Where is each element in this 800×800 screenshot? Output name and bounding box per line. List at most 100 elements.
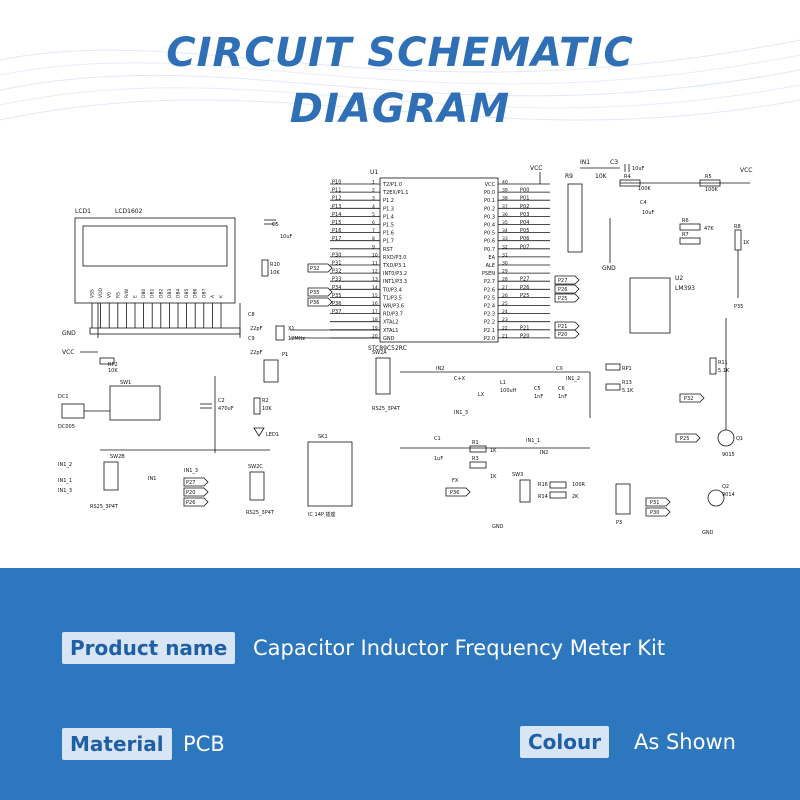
c5b-val: 1nF: [534, 394, 543, 400]
c6-val: 1nF: [558, 394, 567, 400]
mcu-right-pin-label: P2.7: [484, 279, 495, 285]
c6-ref: C6: [558, 386, 565, 392]
colour-value: As Shown: [634, 730, 736, 754]
mcu-right-pin-num: 31: [502, 252, 508, 258]
mcu-left-pin-num: 8: [372, 236, 375, 242]
r3-val: 1K: [490, 474, 497, 480]
mcu-left-net-label: P30: [332, 252, 341, 258]
mcu-left-pin-num: 10: [372, 252, 378, 258]
cx-label: CX: [556, 366, 563, 372]
r5-val: 100K: [705, 187, 719, 193]
in1-label: IN1: [580, 159, 590, 166]
mcu-left-pin-label: INT0/P3.2: [383, 271, 407, 277]
resistor-network-r9: R9 10K VCC: [530, 165, 608, 253]
cx-plus: C+X: [454, 376, 466, 382]
mcu-right-pin-num: 37: [502, 204, 508, 210]
r7-ref: R7: [682, 232, 689, 238]
reset-crystal: C5 10uF R10 10K P32 P35 P36 C8 22pF C9 2…: [248, 219, 380, 356]
r5-ref: R5: [705, 174, 712, 180]
mcu-left-net-label: P31: [332, 261, 341, 267]
r1-ref: R1: [472, 440, 479, 446]
sk1-ref: SK1: [318, 434, 328, 440]
mcu-left-net-label: P36: [332, 301, 341, 307]
lc-measurement: IN2 C+X LX L1 100uH C5 1nF C6 1nF IN1_3 …: [400, 366, 671, 530]
material-label: Material: [62, 728, 172, 760]
l1-ref: L1: [500, 380, 506, 386]
mcu-left-net-label: P37: [332, 309, 341, 315]
c1-val: 1uF: [434, 456, 443, 462]
mcu-left-pin-num: 4: [372, 204, 375, 210]
mcu-left-pin-label: TXD/P3.1: [382, 263, 406, 269]
mcu-right-net-label: P04: [520, 220, 529, 226]
mcu-left-pin-num: 20: [372, 333, 378, 339]
lcd-pin-label: DB1: [150, 288, 156, 298]
r14-val: 2K: [572, 494, 579, 500]
lcd-model: LCD1602: [115, 208, 143, 215]
mcu-left-pin-label: P1.3: [383, 206, 394, 212]
mcu-right-pin-label: P0.1: [484, 198, 495, 204]
mcu-right-pin-num: 33: [502, 236, 508, 242]
mcu-left-pin-label: P1.7: [383, 239, 394, 245]
in13b-label: IN1_3: [454, 410, 468, 416]
product-name-label: Product name: [62, 632, 236, 664]
dc005-ref: DC005: [58, 424, 75, 430]
lcd-pin-label: DB5: [184, 288, 190, 298]
mcu-left-net-label: P35: [332, 293, 341, 299]
mcu-left-pin-label: XTAL2: [383, 320, 398, 326]
mcu-right-pin-label: P0.2: [484, 206, 495, 212]
q2-ref: Q2: [722, 484, 729, 490]
mcu-right-net-label: P07: [520, 244, 529, 250]
mcu-right-pin-label: EA: [488, 255, 495, 261]
led1-ref: LED1: [266, 432, 279, 438]
in13-label: IN1_3: [58, 488, 72, 494]
u2-ref: U2: [675, 275, 683, 282]
mcu-right-net-label: P05: [520, 228, 529, 234]
mcu-right-net-label: P26: [520, 285, 529, 291]
x1-val: 12MHz: [288, 336, 305, 342]
lcd-pin-label: R/W: [124, 288, 130, 298]
mcu-right-net-label: P21: [520, 325, 529, 331]
mcu-left-pin-num: 13: [372, 277, 378, 283]
mcu-left-pin-num: 19: [372, 325, 378, 331]
r8-val: 1K: [743, 240, 750, 246]
mcu-right-pin-num: 36: [502, 212, 508, 218]
in12b-label: IN1_2: [566, 376, 580, 382]
fx-label: FX: [452, 478, 459, 484]
p25-port: P25: [558, 296, 567, 302]
mcu-right-pin-num: 35: [502, 220, 508, 226]
sw1-ref: SW1: [120, 380, 131, 386]
rs25-b: RS25_3P4T: [246, 510, 275, 516]
r6-val: 47K: [704, 226, 714, 232]
c5-val: 10uF: [280, 234, 293, 240]
r11-ref: R11: [718, 360, 728, 366]
r9-ref: R9: [565, 173, 573, 180]
mcu-left-pin-label: GND: [383, 336, 395, 342]
mcu-right-pin-label: P0.7: [484, 247, 495, 253]
p35-comp: P35: [734, 304, 743, 310]
c2-ref: C2: [218, 398, 225, 404]
c4-ref: C4: [640, 200, 647, 206]
product-name-value: Capacitor Inductor Frequency Meter Kit: [253, 636, 666, 660]
mcu-right-pin-label: P0.3: [484, 214, 495, 220]
c8-val: 22pF: [250, 326, 263, 332]
sk1-part: IC 14P 插座: [308, 511, 336, 518]
diagram-area: CIRCUIT SCHEMATIC DIAGRAM LCD1 LCD1602 V…: [0, 30, 800, 536]
mcu-right-net-label: P01: [520, 196, 529, 202]
lcd-ref: LCD1: [75, 208, 91, 215]
mcu-left-net-label: P33: [332, 277, 341, 283]
lcd-pin-label: DB4: [176, 288, 182, 298]
material-value: PCB: [183, 732, 225, 756]
lc-gnd: GND: [492, 524, 504, 530]
p27-port: P27: [558, 278, 567, 284]
lcd-pin-label: E: [133, 295, 139, 298]
mcu-right-net-label: P20: [520, 333, 529, 339]
mcu-right-pin-label: P2.3: [484, 312, 495, 318]
rp2-ref: RP2: [108, 362, 118, 368]
r9-val: 10K: [595, 173, 608, 180]
mcu-left-pin-label: T2EX/P1.1: [382, 190, 408, 196]
lcd-pin-label: A: [210, 294, 216, 298]
mcu-left-pin-label: T2/P1.0: [382, 182, 402, 188]
r2-val: 10K: [262, 406, 272, 412]
in11-label: IN1_1: [58, 478, 72, 484]
